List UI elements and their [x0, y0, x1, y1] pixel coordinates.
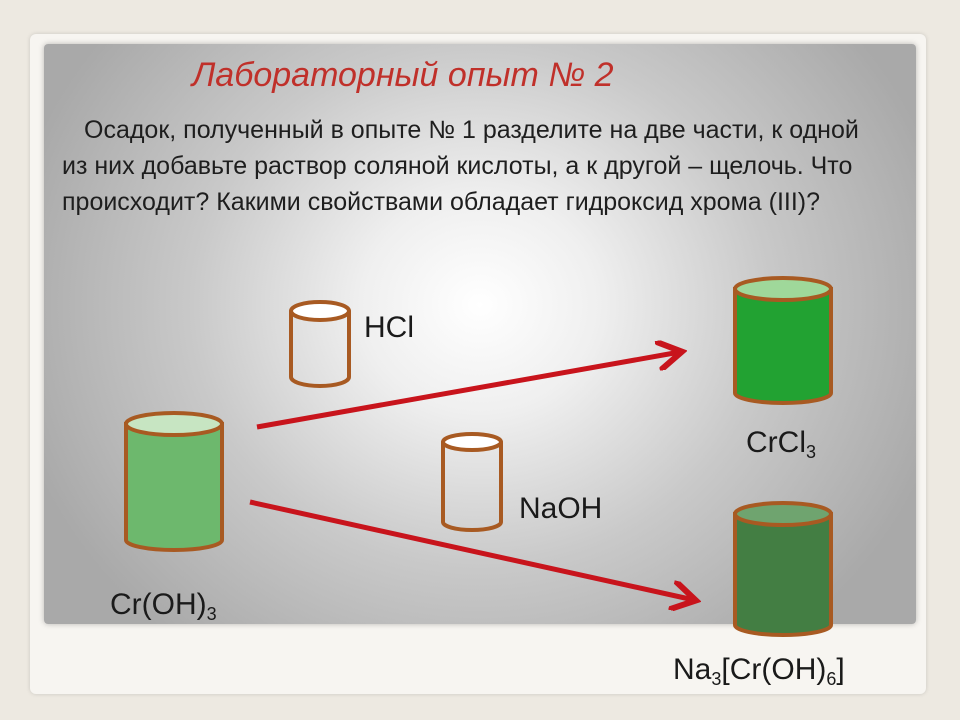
na3-base: Na	[673, 653, 712, 686]
na3-end: ]	[836, 653, 845, 686]
slide-title: Лабораторный опыт № 2	[192, 56, 614, 94]
naoh-beaker	[441, 432, 503, 532]
crcl3-label: CrCl3	[746, 426, 817, 462]
na3croh6-beaker	[733, 501, 833, 637]
na3croh6-label: Na3[Cr(OH)6]	[673, 653, 845, 689]
crcl3-beaker	[733, 276, 833, 405]
croh3-label: Cr(OH)3	[110, 588, 217, 624]
crcl3-base: CrCl	[746, 426, 806, 459]
hcl-beaker	[289, 300, 351, 388]
na3-mid: [Cr(OH)	[721, 653, 827, 686]
arrow-to-na3croh6	[249, 499, 694, 600]
arrow-to-crcl3	[256, 352, 680, 430]
task-text: Осадок, полученный в опыте № 1 разделите…	[62, 116, 859, 216]
na3-sub1: 3	[711, 669, 722, 689]
crcl3-sub: 3	[806, 442, 817, 462]
hcl-label: HCl	[364, 311, 414, 344]
croh3-sub: 3	[206, 604, 217, 624]
na3-sub2: 6	[826, 669, 837, 689]
croh3-base: Cr(OH)	[110, 588, 207, 621]
croh3-beaker	[124, 411, 224, 552]
naoh-label: NaOH	[519, 492, 603, 525]
